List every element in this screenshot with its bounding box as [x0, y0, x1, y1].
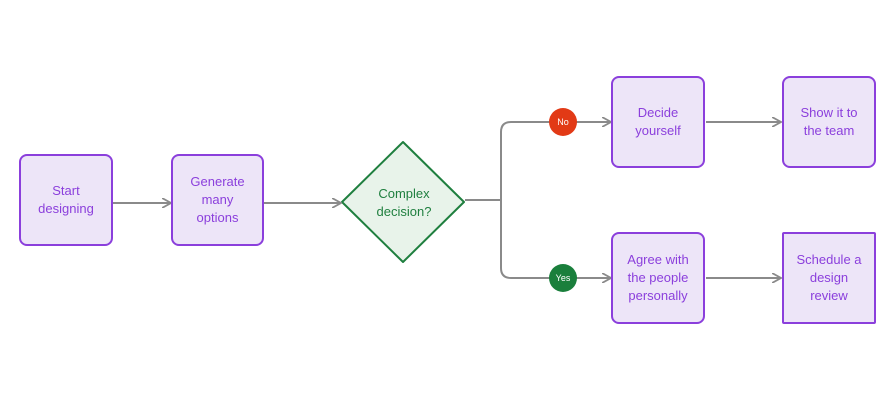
- node-show-team: Show it to the team: [782, 76, 876, 168]
- node-schedule-review-label: Schedule a design review: [796, 252, 862, 303]
- edge-decision-to-agree: [500, 200, 611, 278]
- no-branch-label: No: [557, 117, 569, 127]
- node-agree-personally: Agree with the people personally: [611, 232, 705, 324]
- node-decide-yourself-label: Decide yourself: [635, 105, 681, 138]
- edge-decision-to-decide: [500, 122, 611, 200]
- node-agree-personally-label: Agree with the people personally: [627, 252, 689, 303]
- yes-branch-label: Yes: [555, 273, 571, 283]
- node-start-designing: Start designing: [19, 154, 113, 246]
- decision-diamond-shape: [341, 141, 465, 263]
- node-decide-yourself: Decide yourself: [611, 76, 705, 168]
- node-generate-options: Generate many options: [171, 154, 264, 246]
- node-start-designing-label: Start designing: [38, 183, 94, 216]
- decision-label: Complex decision?: [376, 186, 432, 219]
- no-branch-badge: No: [549, 108, 577, 136]
- node-schedule-review: Schedule a design review: [782, 232, 876, 324]
- node-show-team-label: Show it to the team: [800, 105, 858, 138]
- node-generate-options-label: Generate many options: [190, 174, 245, 225]
- yes-branch-badge: Yes: [549, 264, 577, 292]
